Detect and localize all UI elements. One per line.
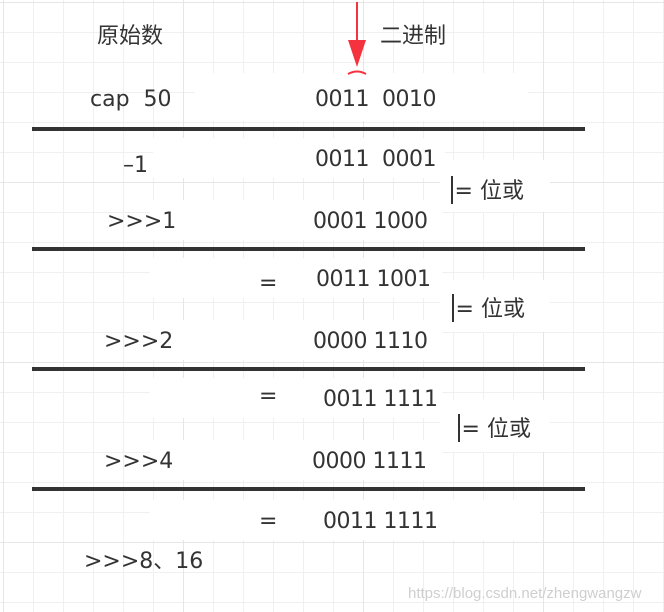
- or-label: 位或: [480, 297, 525, 322]
- row-bg-cap: [195, 73, 528, 121]
- row-bg-shift4: [150, 440, 442, 480]
- shift-4-binary: 0000 1111: [312, 449, 427, 474]
- divider-1: [32, 127, 585, 131]
- divider-3: [32, 367, 585, 371]
- or-label: 位或: [479, 179, 524, 204]
- or-symbol: =: [455, 297, 474, 322]
- watermark: https://blog.csdn.net/zhengwangzw: [408, 585, 642, 602]
- divider-4: [32, 487, 585, 491]
- cap-binary: 0011 0010: [315, 87, 436, 112]
- divider-2: [32, 247, 585, 251]
- or-symbol: =: [454, 179, 473, 204]
- row-bg-right3: [440, 500, 540, 540]
- cap-label: cap 50: [90, 87, 172, 112]
- header-binary: 二进制: [380, 24, 447, 49]
- equals-2: =: [259, 384, 278, 409]
- equals-1-binary: 0011 1001: [316, 267, 431, 292]
- minus-one-label: –1: [123, 153, 148, 178]
- equals-3-binary: 0011 1111: [323, 509, 438, 534]
- shift-4-label: >>>4: [104, 449, 174, 474]
- minus-one-binary: 0011 0001: [315, 147, 436, 172]
- row-bg-minus1: [153, 138, 445, 178]
- or-assign-3: = 位或: [458, 414, 531, 443]
- or-label: 位或: [486, 417, 531, 442]
- equals-1: =: [259, 271, 278, 296]
- row-bg-or1: [440, 160, 550, 212]
- or-symbol: =: [461, 417, 480, 442]
- or-bar-icon: [452, 294, 454, 322]
- row-bg-eq2: [150, 378, 442, 418]
- equals-2-binary: 0011 1111: [323, 387, 438, 412]
- row-bg-shift2: [150, 320, 442, 360]
- header-original-number: 原始数: [97, 24, 164, 49]
- arrow-down-icon: [347, 2, 367, 75]
- row-bg-shift1: [150, 200, 442, 240]
- or-assign-2: = 位或: [452, 294, 525, 323]
- row-bg-eq3: [150, 500, 442, 540]
- or-bar-icon: [451, 176, 453, 204]
- equals-3: =: [259, 509, 278, 534]
- row-bg-eq1: [150, 258, 442, 298]
- or-assign-1: = 位或: [451, 176, 524, 205]
- shift-2-label: >>>2: [104, 329, 174, 354]
- row-bg-or2: [440, 280, 550, 332]
- shift-1-binary: 0001 1000: [313, 209, 428, 234]
- or-bar-icon: [458, 414, 460, 442]
- shift-1-label: >>>1: [107, 209, 177, 234]
- shift-8-16-label: >>>8、16: [84, 549, 204, 574]
- shift-2-binary: 0000 1110: [313, 329, 428, 354]
